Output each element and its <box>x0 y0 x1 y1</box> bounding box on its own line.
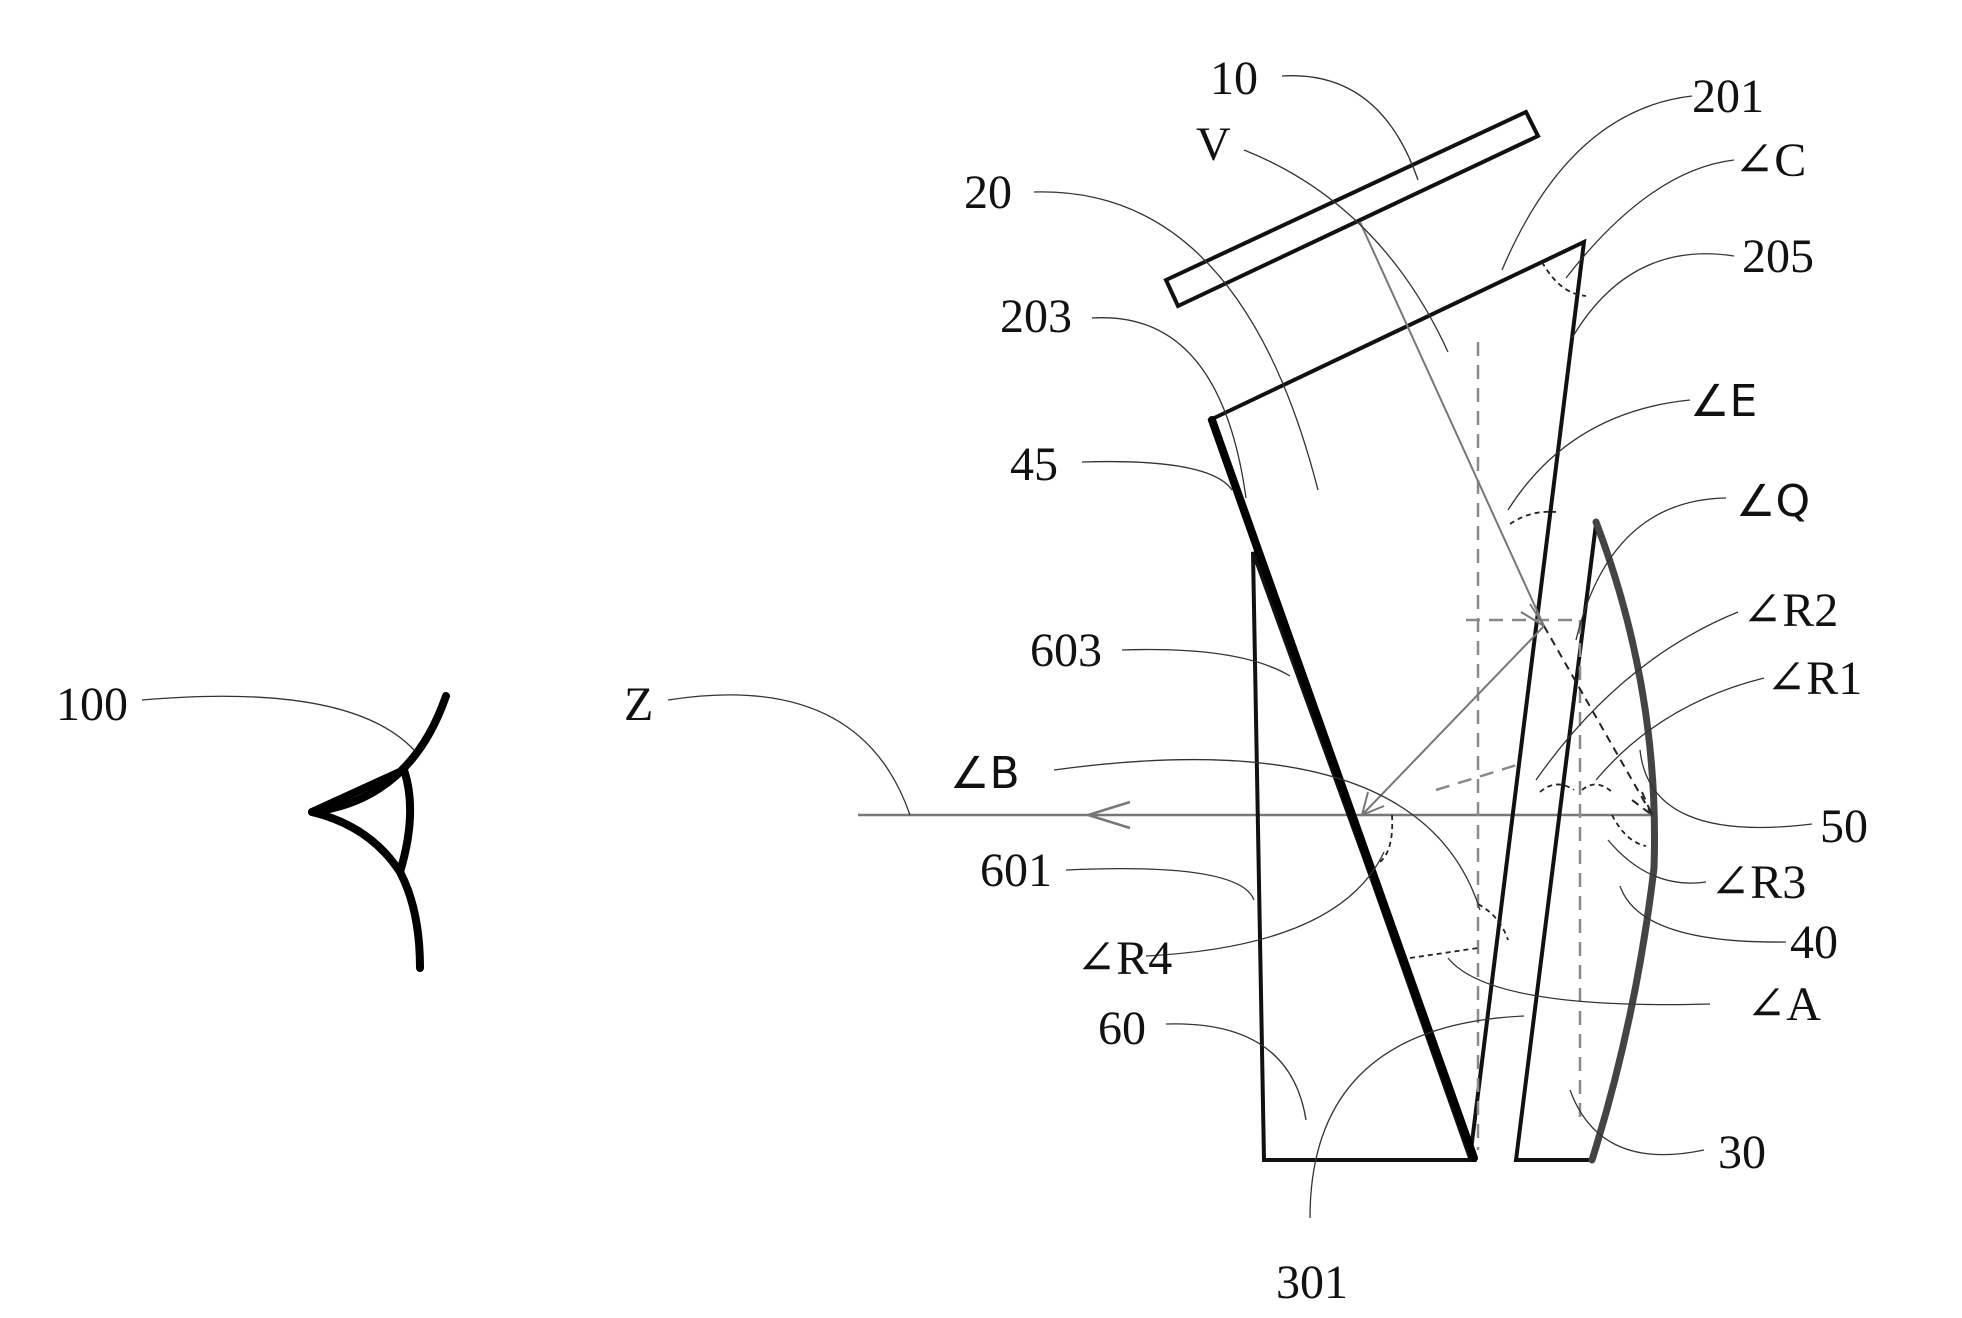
label-40: 40 <box>1790 916 1838 969</box>
leader-r4 <box>1145 851 1385 957</box>
reflective-surface-50 <box>1588 518 1658 1164</box>
label-r3: ∠R3 <box>1710 856 1806 909</box>
arc-e <box>1509 510 1557 525</box>
axis-arrow-left-icon <box>1083 800 1131 830</box>
label-301: 301 <box>1276 1256 1348 1309</box>
label-q: ∠Q <box>1736 476 1810 527</box>
arc-a <box>1409 947 1479 959</box>
label-100: 100 <box>56 678 128 731</box>
label-60: 60 <box>1098 1002 1146 1055</box>
leader-201 <box>1501 95 1693 271</box>
label-50: 50 <box>1820 800 1868 853</box>
leader-z <box>667 694 911 816</box>
leader-r2 <box>1535 611 1739 781</box>
ray-v-incident <box>1359 221 1545 627</box>
leader-60 <box>1165 1023 1307 1121</box>
label-r1: ∠R1 <box>1766 652 1862 705</box>
arc-r3 <box>1611 814 1647 847</box>
label-r4: ∠R4 <box>1076 932 1172 985</box>
lens-30 <box>1513 523 1598 1162</box>
label-205: 205 <box>1742 230 1814 283</box>
arc-c <box>1541 261 1587 297</box>
ray-arrow-3-icon <box>1360 791 1385 817</box>
arc-b2 <box>1477 903 1509 941</box>
arc-b <box>1379 814 1394 863</box>
label-z: Z <box>624 678 653 731</box>
display-panel-10 <box>1163 109 1541 309</box>
leader-301 <box>1309 1015 1525 1219</box>
label-45: 45 <box>1010 438 1058 491</box>
leader-20 <box>1033 191 1319 491</box>
leader-50 <box>1639 749 1813 829</box>
leader-205 <box>1571 253 1735 339</box>
leader-a <box>1447 957 1711 1006</box>
leader-100 <box>141 695 415 751</box>
leader-v <box>1243 149 1449 353</box>
leader-30 <box>1569 1089 1705 1156</box>
leader-40 <box>1619 885 1787 943</box>
normal-dashed-line-4 <box>1435 762 1521 792</box>
label-a: ∠A <box>1746 978 1821 1031</box>
leader-45 <box>1081 460 1233 491</box>
label-v: V <box>1196 118 1231 171</box>
arc-r2 <box>1539 783 1575 793</box>
label-201: 201 <box>1692 70 1764 123</box>
leader-c <box>1565 159 1735 279</box>
ray-arrow-2-icon <box>1631 791 1655 819</box>
label-r2: ∠R2 <box>1742 584 1838 637</box>
label-601: 601 <box>980 844 1052 897</box>
label-30: 30 <box>1718 1126 1766 1179</box>
label-b: ∠B <box>950 748 1020 799</box>
leader-e <box>1507 399 1691 511</box>
leader-q <box>1575 497 1727 641</box>
label-10: 10 <box>1210 52 1258 105</box>
arc-r1 <box>1581 783 1613 793</box>
label-20: 20 <box>964 166 1012 219</box>
leader-r1 <box>1595 677 1765 781</box>
leader-603 <box>1121 648 1291 677</box>
leader-r3 <box>1607 839 1707 884</box>
label-603: 603 <box>1030 624 1102 677</box>
beam-splitter-45 <box>1208 416 1478 1162</box>
leader-b <box>1053 758 1481 911</box>
leader-203 <box>1091 317 1247 499</box>
eye-icon <box>308 692 450 972</box>
label-203: 203 <box>1000 290 1072 343</box>
label-c: ∠C <box>1734 134 1806 187</box>
prism-20 <box>1207 238 1587 1159</box>
leader-10 <box>1281 75 1419 181</box>
label-e: ∠E <box>1690 376 1757 427</box>
leader-601 <box>1065 867 1255 901</box>
ray-returned <box>1361 625 1545 816</box>
